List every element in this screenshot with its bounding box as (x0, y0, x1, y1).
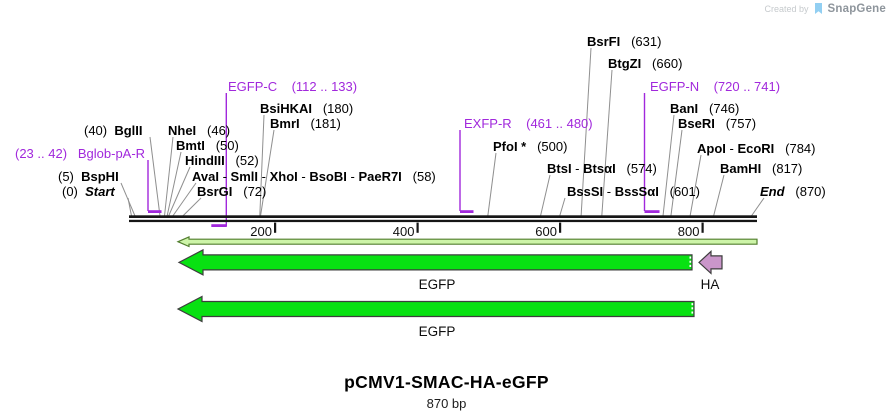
callout-line (540, 174, 551, 217)
callout-line (750, 197, 765, 217)
callout-line (580, 47, 592, 217)
callout-line (182, 197, 202, 217)
callout-line (670, 129, 683, 217)
ruler-tick (701, 222, 704, 233)
snapgene-logo-icon (814, 3, 822, 14)
ruler-tick (416, 222, 419, 233)
callout-line (166, 151, 182, 217)
map-length: 870 bp (426, 396, 467, 411)
egfp-feature-arrow-2 (176, 295, 695, 323)
map-title: pCMV1-SMAC-HA-eGFP (344, 372, 549, 392)
callout-line (601, 69, 613, 217)
ruler-tick (274, 222, 277, 233)
orf-arrow (176, 235, 758, 248)
callout-line (260, 129, 275, 217)
callout-line (559, 197, 566, 217)
credit-brand-text: SnapGene (827, 3, 886, 15)
callout-line (689, 154, 702, 217)
snapgene-credit: Created by SnapGene (764, 3, 886, 15)
ruler-tick (559, 222, 562, 233)
callout-line (120, 182, 136, 217)
callout-line (168, 166, 191, 217)
map-title-block: pCMV1-SMAC-HA-eGFP 870 bp (0, 372, 893, 411)
sequence-line-bottom (129, 219, 757, 223)
callout-line (172, 182, 197, 217)
callout-line (662, 114, 675, 217)
sequence-line-top (129, 215, 757, 218)
ha-feature-arrow (698, 250, 723, 275)
callout-line (259, 114, 265, 217)
callout-line (149, 136, 161, 217)
callout-line (164, 136, 174, 217)
credit-created-by-text: Created by (764, 4, 809, 14)
egfp-feature-arrow (177, 248, 693, 276)
callout-line (487, 152, 497, 217)
callout-line (713, 174, 725, 217)
